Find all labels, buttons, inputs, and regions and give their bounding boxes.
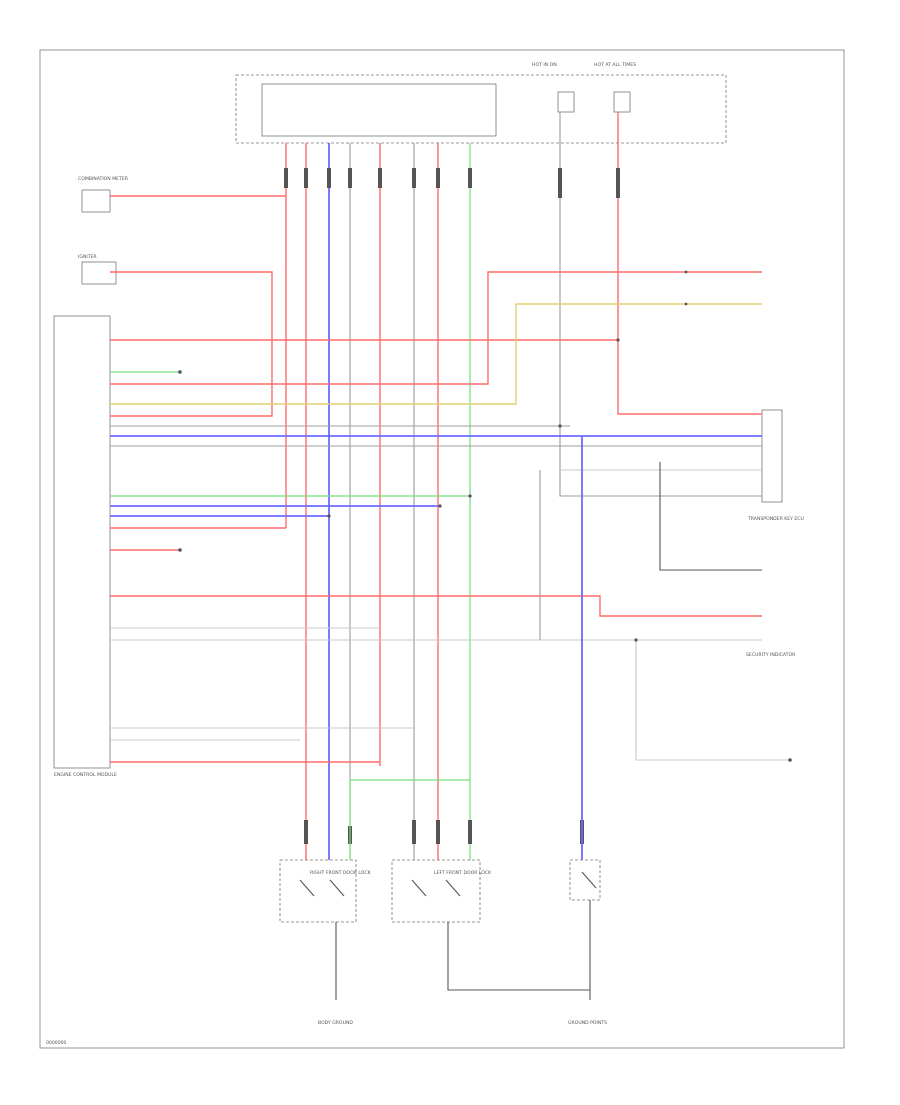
junction-block-outline (235, 74, 727, 144)
wire-h-red-596 (110, 595, 762, 617)
body-ground-label-2: GROUND POINTS (568, 1020, 607, 1026)
wire-markers (284, 168, 620, 844)
combination-meter-label: COMBINATION METER (78, 176, 129, 182)
engine-control-module (53, 315, 111, 769)
wire-h-yellow-404 (110, 303, 762, 405)
wire-red-5 (617, 112, 762, 415)
wire-lgray-636 (635, 640, 790, 761)
wire-black-660 (659, 462, 762, 571)
hot-in-on-label: HOT IN ON (532, 62, 557, 68)
wire-green-lock (349, 779, 470, 860)
igniter-box (81, 261, 117, 285)
fuse-2 (613, 91, 631, 113)
transponder-ecu (761, 409, 783, 503)
security-indicator-label: SECURITY INDICATOR (746, 652, 796, 658)
body-ground-label-1: BODY GROUND (318, 1020, 353, 1026)
combination-meter-box (81, 189, 111, 213)
left-lock-label: LEFT FRONT DOOR LOCK (434, 870, 492, 876)
ground-leads (335, 900, 591, 1000)
ecm-label: ENGINE CONTROL MODULE (54, 772, 117, 778)
splice-dots (178, 270, 792, 762)
fuse-1 (557, 91, 575, 113)
wire-h-red-igniter (110, 271, 273, 417)
switch-box-right (569, 859, 601, 901)
left-front-door-lock-box (391, 859, 481, 923)
right-lock-label: RIGHT FRONT DOOR LOCK (310, 870, 372, 876)
hot-at-all-times-label: HOT AT ALL TIMES (594, 62, 636, 68)
switch-symbols (299, 871, 597, 897)
igniter-label: IGNITER (78, 254, 97, 260)
wire-h-red-384 (110, 271, 762, 385)
right-front-door-lock-box (279, 859, 357, 923)
footer-code: 0000000 (46, 1040, 67, 1046)
wire-gray-3 (559, 112, 762, 497)
transponder-ecu-label: TRANSPONDER KEY ECU (747, 516, 804, 522)
junction-block (261, 83, 497, 137)
diagram-frame (39, 49, 845, 1049)
